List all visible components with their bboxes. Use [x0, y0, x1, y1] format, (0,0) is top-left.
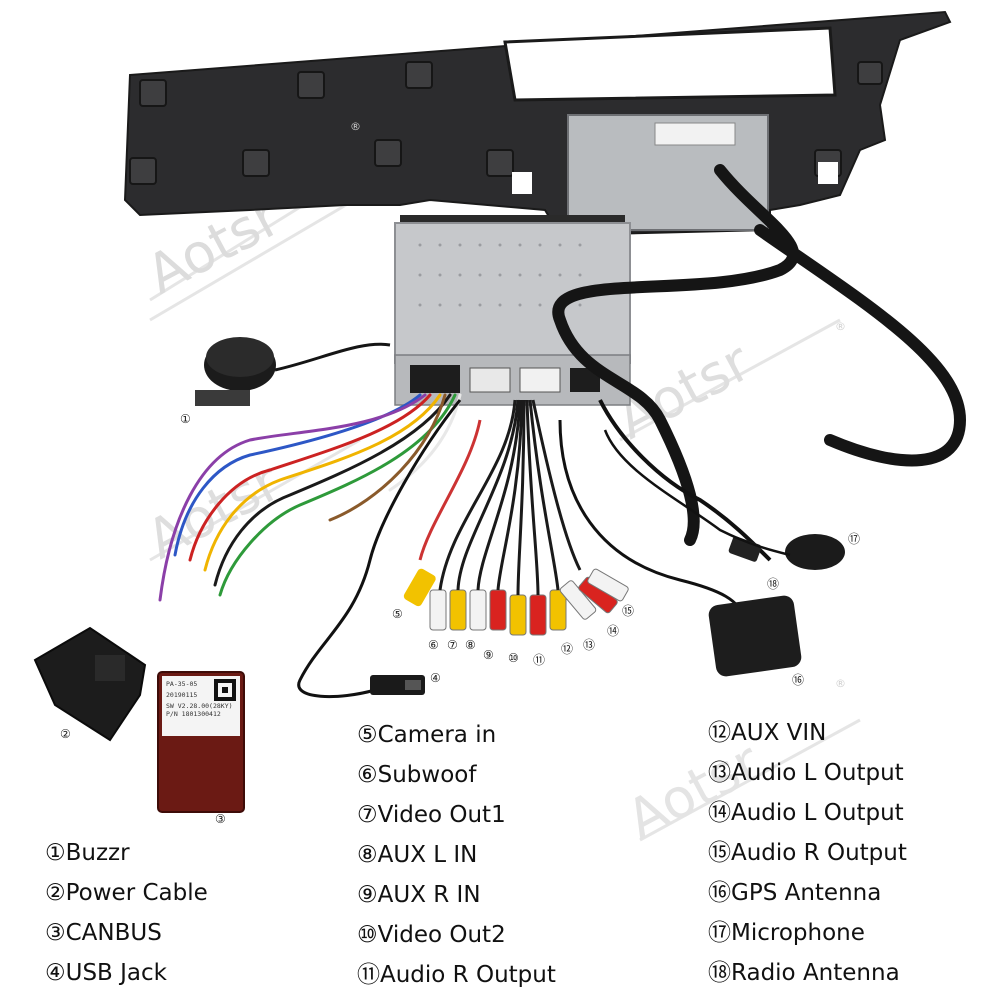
legend-item-usb-jack: ④USB Jack [45, 960, 167, 986]
callout-2: ② [60, 727, 71, 741]
buzzer-cable [274, 342, 391, 372]
canbus-sticker-line1: PA-35-05 [166, 680, 198, 688]
bezel-clip-white-2 [818, 162, 838, 184]
registered-mark-2: ® [835, 320, 846, 333]
bezel-opening [503, 26, 837, 102]
canbus-sticker-line2: 20190115 [166, 691, 198, 699]
usb-port [405, 680, 421, 690]
legend-item-aux-l-in: ⑧AUX L IN [357, 842, 478, 868]
legend-item-radio-antenna: ⑱Radio Antenna [708, 960, 900, 986]
callout-14: ⑭ [607, 624, 620, 638]
legend-column-3: ⑫AUX VIN ⑬Audio L Output ⑭Audio L Output… [708, 713, 907, 993]
legend-item-buzzr: ①Buzzr [45, 840, 130, 866]
canbus-sticker-line3: SW V2.28.00(28KY) [166, 702, 233, 710]
legend-item-video-out1: ⑦Video Out1 [357, 802, 506, 828]
callout-13: ⑬ [583, 638, 596, 652]
head-unit-port-block-3 [519, 367, 561, 393]
usb-cable [297, 399, 462, 698]
legend-item-microphone: ⑰Microphone [708, 920, 865, 946]
bezel-clip-white-1 [512, 172, 532, 194]
legend-item-audio-r-output-1: ⑪Audio R Output [357, 962, 556, 988]
radio-cable [598, 399, 772, 562]
screen-module-connector [654, 122, 736, 146]
head-unit-port-block-2 [469, 367, 511, 393]
callout-8: ⑧ [465, 638, 476, 652]
buzzer-bracket [195, 390, 250, 406]
legend-item-camera-in: ⑤Camera in [357, 722, 497, 748]
callout-18: ⑱ [767, 577, 780, 591]
buzzer-top [206, 337, 274, 377]
legend-column-1: ①Buzzr ②Power Cable ③CANBUS ④USB Jack [45, 833, 208, 993]
legend-item-aux-r-in: ⑨AUX R IN [357, 882, 481, 908]
microphone-cable [603, 429, 791, 557]
legend-item-audio-l-output-1: ⑬Audio L Output [708, 760, 904, 786]
power-connector-latch [95, 655, 125, 681]
callout-9: ⑨ [483, 648, 494, 662]
callout-5: ⑤ [392, 607, 403, 621]
registered-mark-1: ® [350, 120, 361, 133]
legend-column-2: ⑤Camera in ⑥Subwoof ⑦Video Out1 ⑧AUX L I… [357, 715, 556, 995]
legend-item-subwoof: ⑥Subwoof [357, 762, 477, 788]
callout-7: ⑦ [447, 638, 458, 652]
legend-item-audio-r-output-2: ⑮Audio R Output [708, 840, 907, 866]
screen-harness-cable [552, 164, 967, 546]
gps-cable [558, 419, 747, 621]
legend-item-audio-l-output-2: ⑭Audio L Output [708, 800, 904, 826]
canbus-sticker-line4: P/N 1801300412 [166, 710, 221, 718]
registered-mark-3: ® [835, 677, 846, 690]
legend-item-power-cable: ②Power Cable [45, 880, 208, 906]
head-unit-port-block-1 [410, 365, 460, 393]
legend-item-video-out2: ⑩Video Out2 [357, 922, 506, 948]
callout-6: ⑥ [428, 638, 439, 652]
callout-17: ⑰ [848, 532, 861, 546]
legend-item-aux-vin: ⑫AUX VIN [708, 720, 827, 746]
gps-antenna [708, 595, 802, 677]
camera-in-cable [418, 419, 482, 561]
wire-bundle [158, 393, 462, 602]
callout-3: ③ [215, 812, 226, 826]
canbus-qr-dot [222, 687, 228, 693]
callout-15: ⑮ [622, 604, 635, 618]
callout-11: ⑪ [533, 653, 546, 667]
callout-1: ① [180, 412, 191, 426]
canbus-sticker-text: PA-35-05 20190115 SW V2.28.00(28KY) P/N … [166, 680, 233, 718]
rca-cables [438, 399, 582, 596]
callout-4: ④ [430, 671, 441, 685]
power-connector [33, 626, 147, 742]
head-unit-vent-holes [418, 243, 582, 307]
callout-10: ⑩ [508, 651, 519, 665]
callout-12: ⑫ [561, 642, 574, 656]
camera-in-rca [403, 568, 436, 607]
radio-antenna-plug [728, 536, 762, 562]
microphone [785, 534, 845, 570]
legend-item-canbus: ③CANBUS [45, 920, 162, 946]
legend-item-gps-antenna: ⑯GPS Antenna [708, 880, 882, 906]
callout-16: ⑯ [792, 673, 805, 687]
